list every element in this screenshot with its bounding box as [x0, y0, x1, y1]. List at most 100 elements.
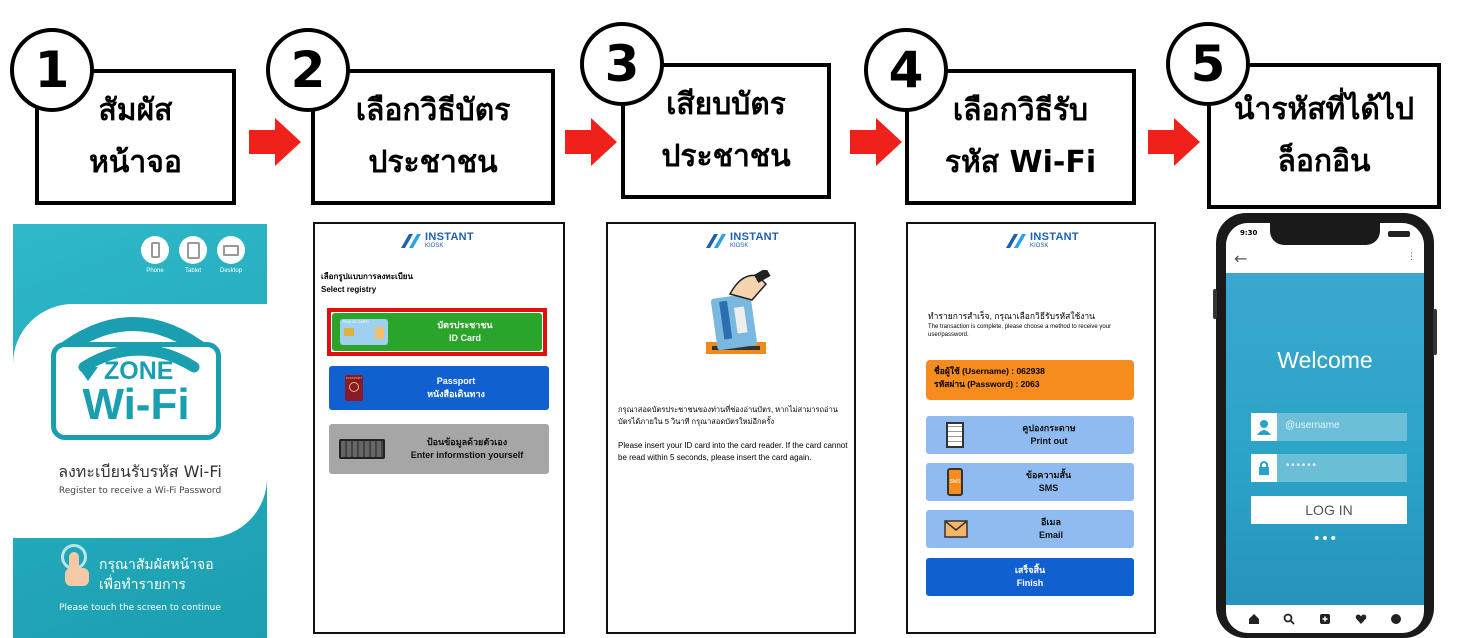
- finish-th: เสร็จสิ้น: [1014, 565, 1046, 576]
- app-bar: ← ⋮: [1226, 247, 1424, 273]
- step-3-number: 3: [580, 22, 664, 106]
- desktop-icon: [223, 244, 239, 256]
- id-card-photo: [375, 327, 384, 339]
- lock-icon: [1251, 454, 1277, 482]
- password-line: รหัสผ่าน (Password) : 2063: [934, 379, 1040, 390]
- id-card-highlight: [327, 308, 547, 356]
- device-desktop-label: Desktop: [219, 268, 242, 274]
- arrow-right-icon: [249, 118, 301, 166]
- id-card-text: THAI ID CARD: [342, 319, 369, 324]
- id-card-en: ID Card: [448, 333, 481, 343]
- back-arrow-icon[interactable]: ←: [1234, 249, 1248, 268]
- step-2-line2: ประชาชน: [368, 145, 498, 180]
- step-5-line2: ล็อกอิน: [1277, 144, 1371, 179]
- envelope-icon: [944, 520, 968, 538]
- logo-zone-text: ZONE: [104, 357, 174, 385]
- wifi-zone-logo: ZONE Wi-Fi: [51, 342, 221, 440]
- keyboard-icon: [339, 439, 385, 459]
- id-card-icon: THAI ID CARD: [340, 319, 388, 345]
- kiosk-logo-icon: [706, 233, 726, 248]
- kiosk-home-screen[interactable]: Phone Tablet Desktop ZONE Wi-Fi ลงทะเบีย…: [13, 224, 267, 638]
- id-card-option-button[interactable]: THAI ID CARD บัตรประชาชน ID Card: [332, 313, 542, 351]
- step-4-number: 4: [864, 28, 948, 112]
- sms-phone-icon: SMS: [947, 468, 963, 496]
- kiosk-brand: INSTANT: [730, 231, 779, 243]
- logo-wifi-text: Wi-Fi: [82, 380, 190, 429]
- login-button[interactable]: LOG IN: [1251, 496, 1407, 524]
- username-placeholder: @username: [1285, 420, 1340, 431]
- arrow-right-icon: [565, 118, 617, 166]
- manual-entry-th: ป้อนข้อมูลด้วยตัวเอง: [426, 437, 508, 448]
- device-phone-label: Phone: [146, 268, 164, 274]
- search-icon[interactable]: [1283, 613, 1296, 625]
- passport-icon: PASSPORT: [345, 375, 363, 401]
- username-field[interactable]: @username: [1251, 413, 1407, 441]
- manual-entry-option-button[interactable]: ป้อนข้อมูลด้วยตัวเอง Enter informstion yo…: [329, 424, 549, 474]
- device-desktop: [217, 236, 245, 264]
- home-icon[interactable]: [1248, 613, 1260, 625]
- sms-en: SMS: [1038, 483, 1059, 493]
- sms-th: ข้อความสั้น: [1025, 470, 1072, 481]
- arrow-right-icon: [850, 118, 902, 166]
- heart-icon[interactable]: [1355, 613, 1367, 625]
- step-2-title: เลือกวิธีบัตร ประชาชน: [311, 69, 555, 205]
- device-tablet-label: Tablet: [184, 268, 201, 274]
- profile-icon[interactable]: [1390, 613, 1402, 625]
- step-2-number: 2: [266, 28, 350, 112]
- finish-button[interactable]: เสร็จสิ้น Finish: [926, 558, 1134, 596]
- notch: [1270, 223, 1380, 245]
- phone-icon: [150, 242, 160, 258]
- tablet-icon: [186, 241, 200, 259]
- step-3-line2: ประชาชน: [661, 139, 791, 174]
- sms-button[interactable]: SMS ข้อความสั้น SMS: [926, 463, 1134, 501]
- step-5-number: 5: [1166, 22, 1250, 106]
- step-3-title: เสียบบัตร ประชาชน: [621, 63, 831, 199]
- step-4-line1: เลือกวิธีรับ: [952, 92, 1089, 128]
- smartphone-frame: 9:30 ← ⋮ Welcome @username •••••• LOG IN…: [1213, 213, 1437, 638]
- passport-th: Passport: [436, 376, 476, 387]
- device-phone: [141, 236, 169, 264]
- status-time: 9:30: [1240, 229, 1258, 237]
- finish-en: Finish: [1016, 578, 1044, 588]
- kiosk-logo-icon: [401, 233, 421, 248]
- step-2-line1: เลือกวิธีบัตร: [355, 92, 511, 128]
- email-th: อีเมล: [1041, 517, 1061, 528]
- wifi-dot-icon: [78, 367, 98, 381]
- bottom-nav: [1226, 605, 1424, 633]
- credentials-box: ชื่อผู้ใช้ (Username) : 062938 รหัสผ่าน …: [926, 360, 1134, 400]
- welcome-text: Welcome: [1277, 347, 1373, 373]
- side-button: [1433, 309, 1437, 355]
- registry-heading-th: เลือกรูปแบบการลงทะเบียน: [321, 272, 413, 281]
- login-label: LOG IN: [1305, 502, 1353, 518]
- step-3-line1: เสียบบัตร: [666, 86, 786, 122]
- step-4-title: เลือกวิธีรับ รหัส Wi-Fi: [905, 69, 1136, 205]
- more-options-icon[interactable]: ⋮: [1407, 252, 1416, 262]
- wifi-signal-icon: [53, 317, 213, 361]
- kiosk-sub: KIOSK: [730, 243, 749, 249]
- touch-hand-icon: [59, 544, 93, 586]
- register-en: Register to receive a Wi-Fi Password: [58, 486, 222, 496]
- step-1-line1: สัมผัส: [98, 92, 173, 128]
- insert-instruction-th: กรุณาสอดบัตรประชาชนของท่านที่ช่องอ่านบัต…: [618, 405, 838, 426]
- register-th: ลงทะเบียนรับรหัส Wi-Fi: [58, 462, 222, 481]
- user-icon: [1251, 413, 1277, 441]
- id-card-chip: [344, 328, 354, 336]
- add-post-icon[interactable]: [1319, 613, 1331, 625]
- step-5-line1: นำรหัสที่ได้ไป: [1233, 91, 1415, 127]
- manual-entry-en: Enter informstion yourself: [410, 450, 524, 460]
- id-card-th: บัตรประชาชน: [437, 320, 493, 331]
- step-1-line2: หน้าจอ: [89, 145, 182, 180]
- step-1-number: 1: [10, 28, 94, 112]
- signal-icon: [1388, 231, 1410, 237]
- result-heading-th: ทำรายการสำเร็จ, กรุณาเลือกวิธีรับรหัสใช้…: [928, 311, 1095, 321]
- password-field[interactable]: ••••••: [1251, 454, 1407, 482]
